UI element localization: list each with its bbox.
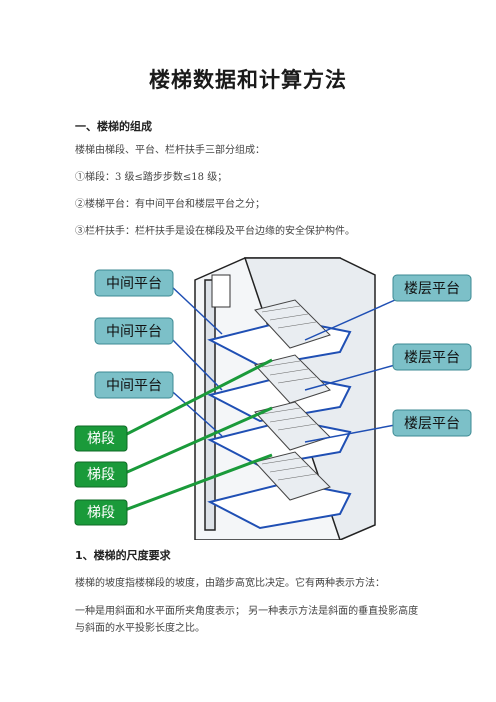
label-mid-platform-3: 中间平台 (106, 378, 162, 394)
section-heading-dimensions: 1、楼梯的尺度要求 (75, 549, 171, 562)
label-floor-platform-3: 楼层平台 (404, 416, 460, 432)
label-flight-1: 梯段 (87, 431, 115, 447)
pointer-lines-floor (304, 299, 396, 443)
paragraph-line: 楼梯由梯段、平台、栏杆扶手三部分组成： (75, 145, 265, 156)
staircase-diagram: 中间平台 中间平台 中间平台 楼层平台 楼层平台 楼层平台 梯段 梯段 梯段 (74, 257, 472, 540)
pointer-lines-mid (164, 284, 223, 437)
label-floor-platform-2: 楼层平台 (404, 350, 460, 366)
label-flight-2: 梯段 (87, 467, 115, 483)
label-flight-3: 梯段 (87, 505, 115, 521)
label-floor-platform-1: 楼层平台 (404, 281, 460, 297)
section-heading-composition: 一、楼梯的组成 (75, 120, 152, 133)
paragraph-line: 楼梯的坡度指楼梯段的坡度，由踏步高宽比决定。它有两种表示方法： (75, 578, 385, 589)
pointer-lines-flight (124, 358, 273, 512)
paragraph-line: 一种是用斜面和水平面所夹角度表示； 另一种表示方法是斜面的垂直投影高度 (75, 606, 419, 617)
label-mid-platform-1: 中间平台 (106, 276, 162, 292)
paragraph-line: ③栏杆扶手：栏杆扶手是设在梯段及平台边缘的安全保护构件。 (75, 226, 355, 237)
label-mid-platform-2: 中间平台 (106, 324, 162, 340)
paragraph-line: ①梯段：3 级≤踏步步数≤18 级； (75, 172, 228, 183)
paragraph-line: 与斜面的水平投影长度之比。 (75, 623, 205, 634)
page-title: 楼梯数据和计算方法 (149, 68, 347, 92)
paragraph-line: ②楼梯平台：有中间平台和楼层平台之分； (75, 199, 265, 210)
window-icon (211, 274, 231, 308)
